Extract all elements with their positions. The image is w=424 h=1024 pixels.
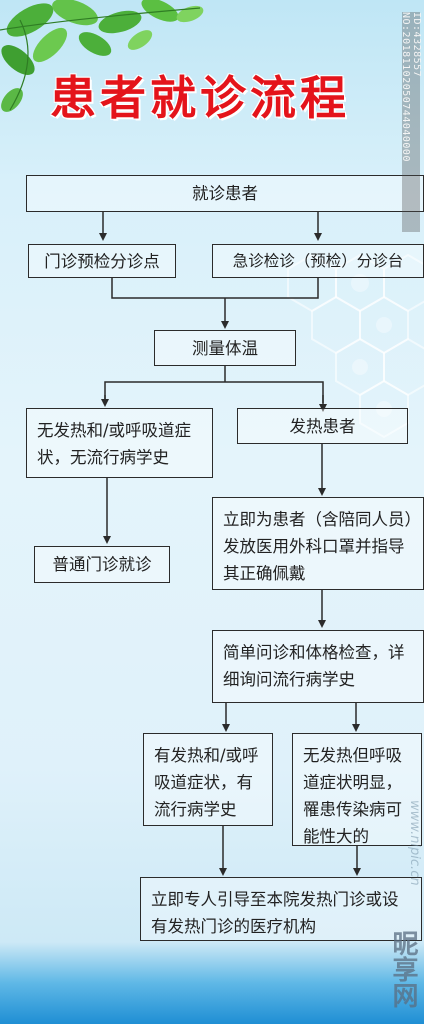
node-no-fever: 无发热和/或呼吸道症状，无流行病学史 [26,408,213,478]
page-title: 患者就诊流程 [50,71,350,125]
site-logo-watermark: 昵享网 [388,930,418,1008]
node-measure-temperature: 测量体温 [154,330,296,366]
node-issue-mask: 立即为患者（含陪同人员）发放医用外科口罩并指导其正确佩戴 [212,497,424,590]
site-url-watermark: www.nipic.cn [407,800,422,886]
node-fever-patient: 发热患者 [237,408,408,444]
green-leaves-decoration [0,0,204,112]
node-outpatient-triage: 门诊预检分诊点 [28,244,176,278]
node-no-fever-respiratory: 无发热但呼吸道症状明显，罹患传染病可能性大的 [292,733,422,846]
node-refer-fever-clinic: 立即专人引导至本院发热门诊或设有发热门诊的医疗机构 [140,877,422,941]
node-fever-with-history: 有发热和/或呼吸道症状，有流行病学史 [143,733,273,826]
node-regular-outpatient: 普通门诊就诊 [34,546,170,583]
image-id-watermark: ID:4328557 NO:20181102050744040000 [400,12,422,232]
node-emergency-triage: 急诊检诊（预检）分诊台 [212,244,424,278]
node-visiting-patient: 就诊患者 [26,175,424,212]
node-simple-consultation: 简单问诊和体格检查，详细询问流行病学史 [212,630,424,703]
